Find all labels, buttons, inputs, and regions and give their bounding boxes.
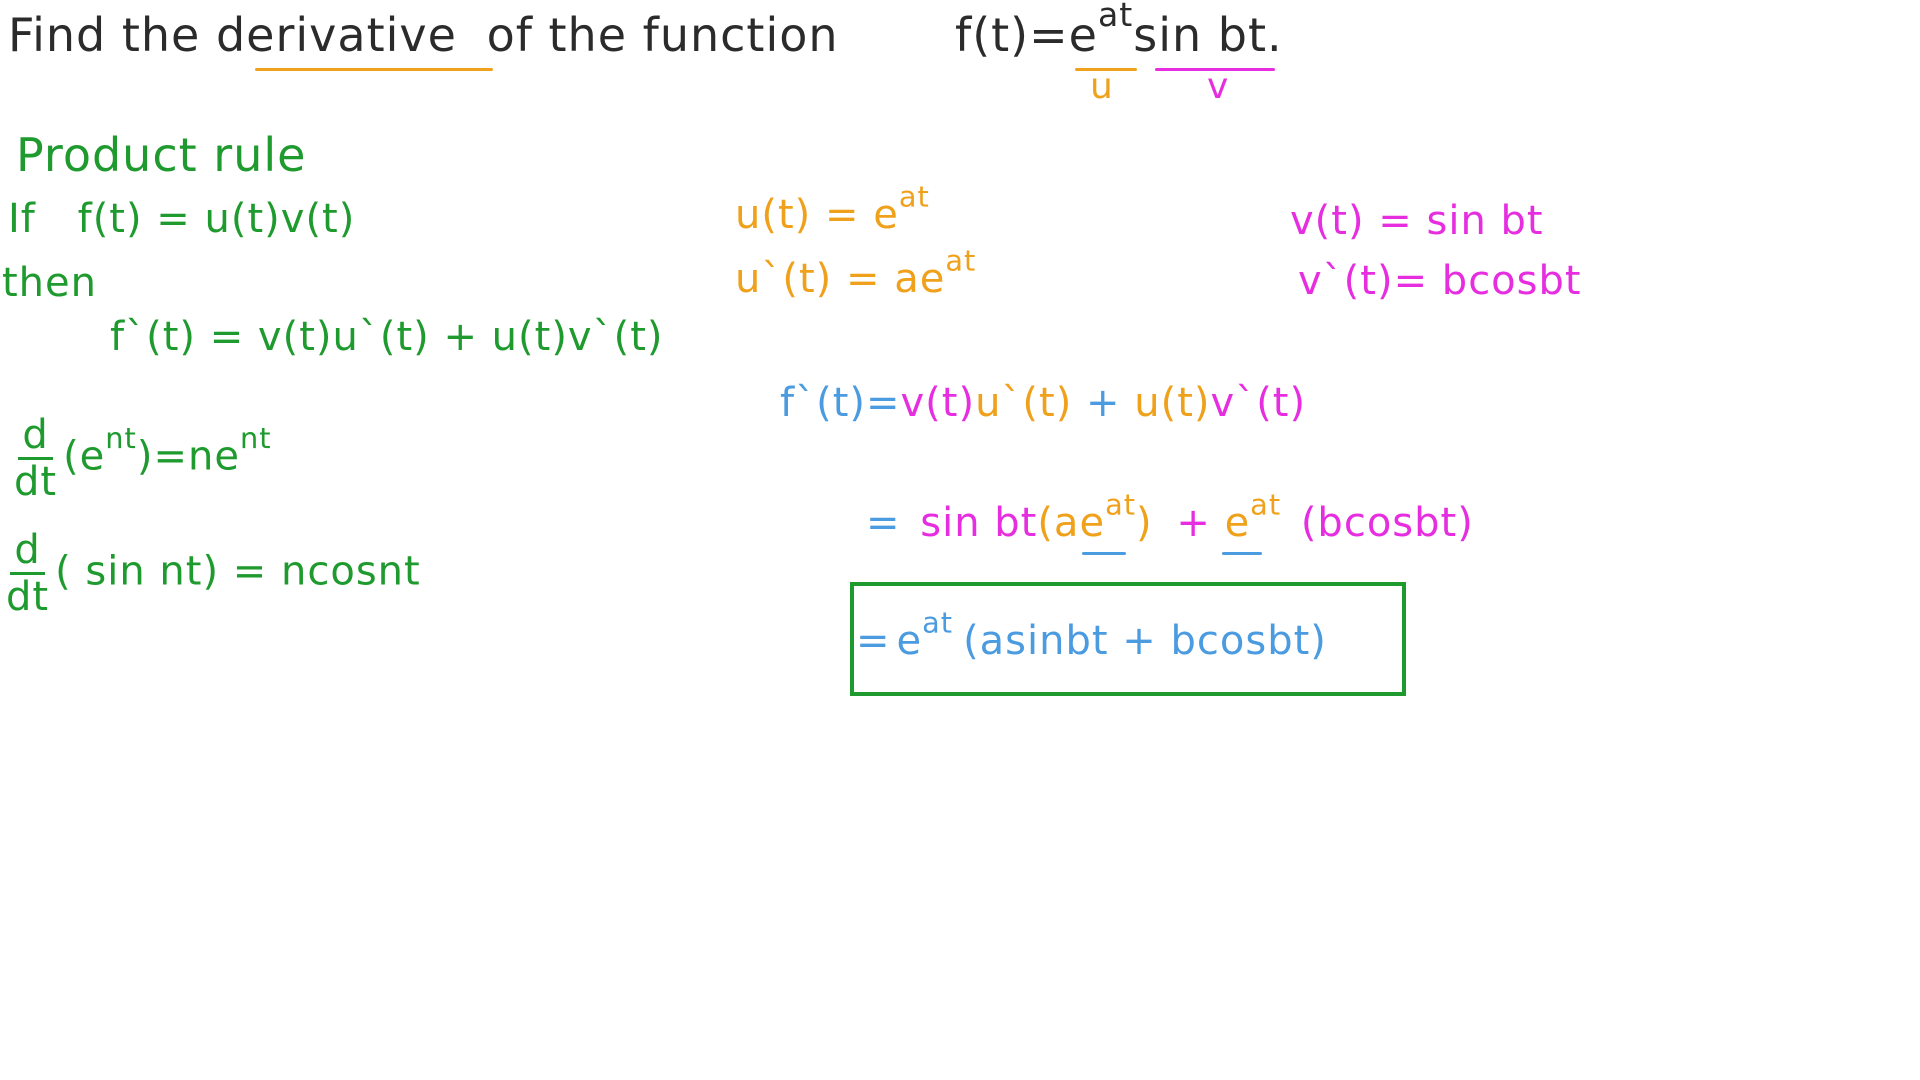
- answer-e: e: [896, 618, 923, 664]
- answer-expr: (asinbt + bcosbt): [963, 618, 1327, 664]
- answer-eq: =: [856, 618, 891, 664]
- v-underline: [1155, 68, 1275, 71]
- work-at2: at: [1250, 487, 1282, 522]
- exp-rule-fraction: d dt: [14, 415, 57, 502]
- work-up: u`(t): [975, 380, 1073, 426]
- v-prime-definition: v`(t)= bcosbt: [1298, 258, 1582, 304]
- function-e: e: [1068, 8, 1098, 62]
- v-definition: v(t) = sin bt: [1290, 198, 1544, 244]
- function-lhs: f(t)=: [955, 8, 1069, 62]
- derivative-underline: [255, 68, 493, 71]
- work-at1: at: [1105, 487, 1136, 522]
- u-underline: [1075, 68, 1137, 71]
- question-line: Find the derivative of the function: [8, 8, 839, 62]
- sin-rule-fraction: d dt: [6, 530, 49, 617]
- work-e2: e: [1224, 500, 1251, 546]
- u-prime-sup: at: [945, 243, 977, 278]
- work-plus2: +: [1176, 500, 1211, 546]
- sin-rule-num: d: [10, 530, 45, 575]
- u-prime-definition: u`(t) = aeat: [735, 246, 976, 302]
- work-substitution: = sin bt(aeat) + eat (bcosbt): [866, 490, 1474, 546]
- work-bcos: (bcosbt): [1300, 500, 1474, 546]
- exp-rule-open: (e: [63, 433, 106, 480]
- function-period: .: [1267, 8, 1283, 62]
- label-u: u: [1090, 66, 1114, 107]
- answer-box: [850, 582, 1406, 696]
- work-product-rule: f`(t)=v(t)u`(t) + u(t)v`(t): [780, 380, 1306, 426]
- question-of-text: of the function: [486, 8, 839, 62]
- exp-rule-sup: nt: [105, 420, 137, 455]
- exp-rule-sup2: nt: [239, 420, 272, 455]
- answer-at: at: [922, 605, 954, 640]
- work-close1: ): [1136, 500, 1153, 546]
- exp-rule: d dt (ent)=nent: [14, 415, 271, 502]
- u-lhs: u(t) = e: [735, 192, 899, 238]
- work-underline-2: [1222, 552, 1262, 555]
- work-v: v(t): [900, 380, 976, 426]
- function-exponent: at: [1097, 0, 1134, 35]
- product-rule-derivative: f`(t) = v(t)u`(t) + u(t)v`(t): [110, 314, 664, 360]
- exp-rule-mid: )=ne: [136, 433, 240, 480]
- work-open-ae: (ae: [1037, 500, 1106, 546]
- question-find-text: Find the: [8, 8, 201, 62]
- exp-rule-den: dt: [14, 459, 58, 505]
- work-sinbt: sin bt: [920, 500, 1038, 546]
- sin-rule-expr: ( sin nt) = ncosnt: [55, 548, 421, 595]
- u-prime-lhs: u`(t) = ae: [735, 256, 946, 302]
- work-fp: f`(t)=: [780, 380, 901, 426]
- work-underline-1: [1082, 552, 1126, 555]
- final-answer: =eat (asinbt + bcosbt): [856, 608, 1327, 664]
- u-sup: at: [898, 179, 930, 214]
- product-rule-if-expr: f(t) = u(t)v(t): [77, 196, 356, 242]
- product-rule-then: then: [2, 260, 97, 306]
- work-eq: =: [866, 500, 901, 546]
- u-definition: u(t) = eat: [735, 182, 930, 238]
- exp-rule-num: d: [18, 415, 53, 460]
- work-vp: v`(t): [1210, 380, 1307, 426]
- product-rule-if: If: [8, 196, 36, 242]
- label-v: v: [1207, 66, 1230, 107]
- question-function: f(t)=eatsin bt.: [955, 0, 1283, 62]
- sin-rule: d dt ( sin nt) = ncosnt: [6, 530, 421, 617]
- product-rule-title: Product rule: [16, 128, 307, 182]
- work-u: u(t): [1134, 380, 1211, 426]
- question-derivative-text: derivative: [215, 8, 457, 62]
- work-plus: +: [1086, 380, 1121, 426]
- product-rule-if-line: If f(t) = u(t)v(t): [8, 196, 355, 242]
- sin-rule-den: dt: [6, 574, 50, 620]
- function-sinbt: sin bt: [1133, 8, 1268, 62]
